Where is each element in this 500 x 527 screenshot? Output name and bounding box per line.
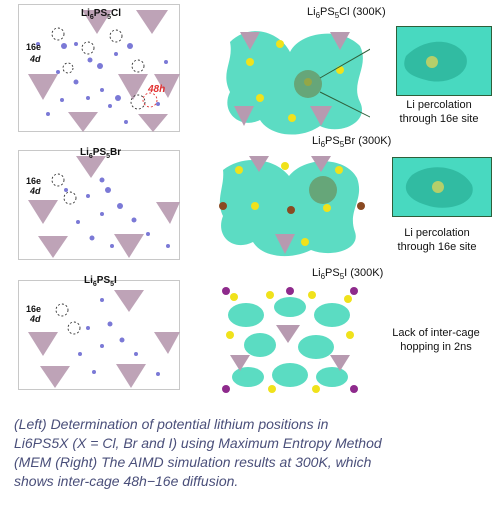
- site-label-16e-br: 16e: [26, 176, 42, 186]
- site-label-16e-cl: 16e: [26, 42, 42, 52]
- mem-map-i: [18, 280, 180, 390]
- aimd-structure-cl: [220, 22, 370, 140]
- site-label-4d-br: 4d: [30, 186, 41, 196]
- aimd-title-i: Li6PS5I (300K): [312, 267, 384, 282]
- caption-line: (Left) Determination of potential lithiu…: [14, 416, 329, 432]
- aimd-structure-br: [215, 150, 365, 260]
- mem-map-br: [18, 150, 180, 260]
- mem-title-br: Li6PS5Br: [80, 147, 122, 160]
- site-label-48h: 48h: [148, 84, 166, 95]
- caption-line: Li6PS5X (X = Cl, Br and I) using Maximum…: [14, 435, 382, 451]
- figure-caption: (Left) Determination of potential lithiu…: [14, 415, 490, 491]
- caption-line: (MEM (Right) The AIMD simulation results…: [14, 454, 372, 470]
- aimd-zoom-br: [392, 157, 492, 217]
- site-label-4d-i: 4d: [30, 314, 41, 324]
- aimd-title-br: Li6PS5Br (300K): [312, 135, 392, 150]
- aimd-structure-i: [220, 285, 360, 395]
- aimd-title-cl: Li6PS5Cl (300K): [307, 6, 386, 21]
- mem-map-cl: [18, 4, 180, 132]
- caption-line: shows inter-cage 48h−16e diffusion.: [14, 473, 239, 489]
- site-label-16e-i: 16e: [26, 304, 42, 314]
- site-label-4d-cl: 4d: [30, 54, 41, 64]
- mem-title-cl: Li6PS5Cl: [81, 8, 122, 21]
- aimd-zoom-cl: [396, 26, 492, 96]
- mem-title-i: Li6PS5I: [84, 275, 117, 288]
